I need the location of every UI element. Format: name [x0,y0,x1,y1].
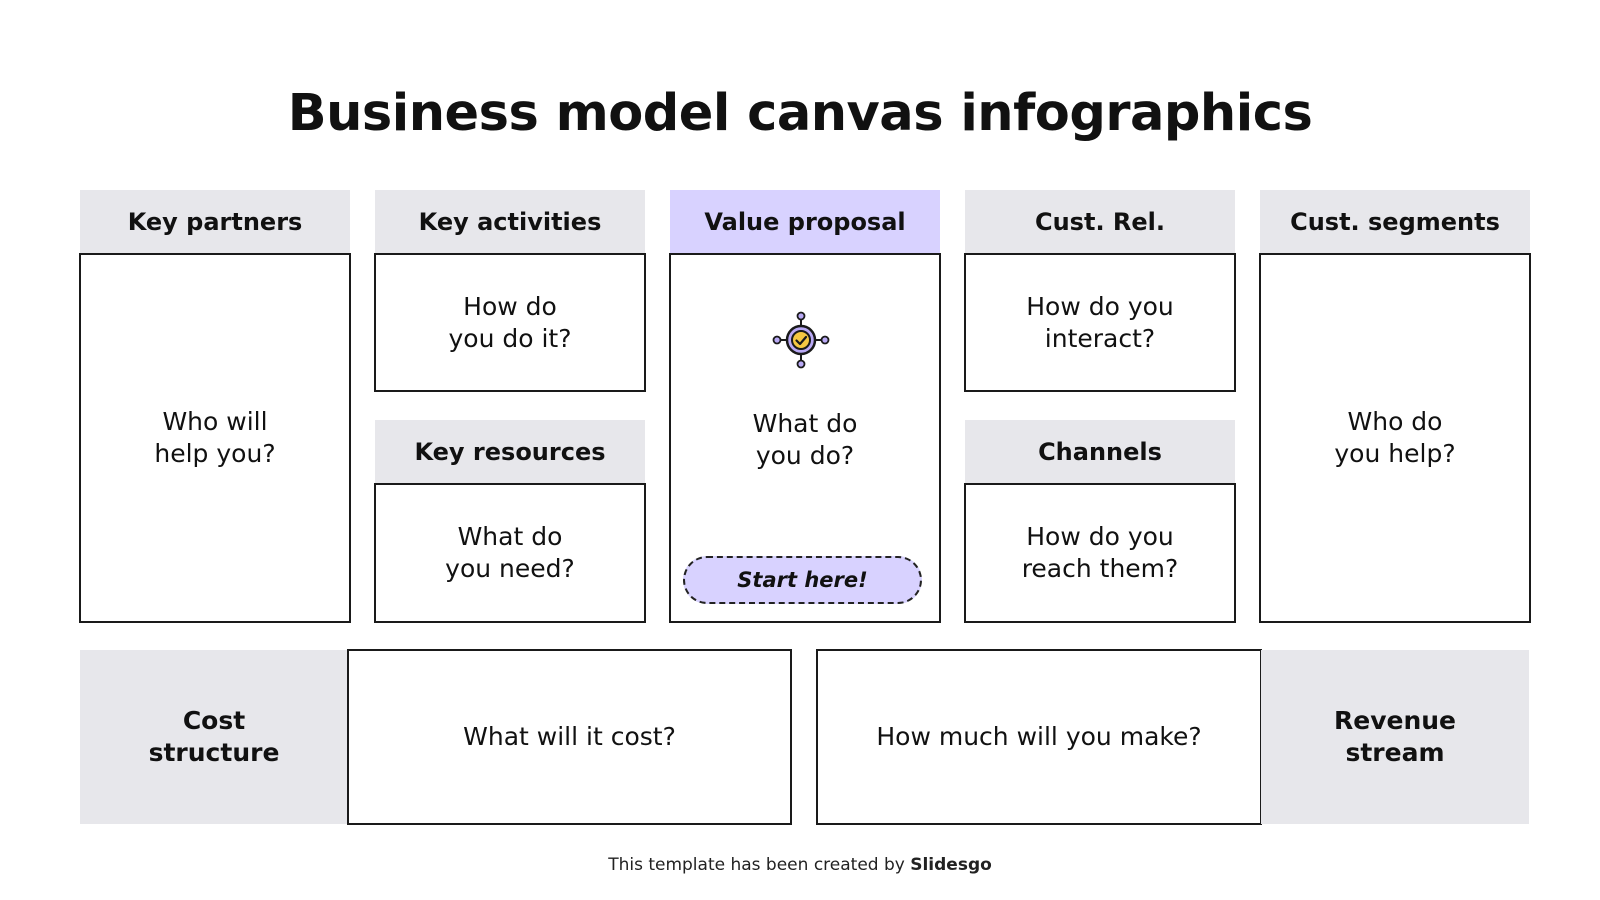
key-resources-box: What do you need? [374,483,646,623]
cost-question: What will it cost? [463,722,676,751]
target-check-icon [772,311,830,369]
header-channels: Channels [965,420,1235,484]
footer-credit: This template has been created by Slides… [0,855,1600,875]
value-proposal-question: What do you do? [752,409,858,470]
revenue-stream-label: Revenue stream [1261,650,1529,824]
channels-box: How do you reach them? [964,483,1236,623]
cost-box: What will it cost? [347,649,792,825]
key-activities-box: How do you do it? [374,253,646,392]
header-cust-rel: Cust. Rel. [965,190,1235,254]
key-partners-question: Who will help you? [154,407,276,468]
footer-brand[interactable]: Slidesgo [910,855,992,875]
cust-segments-question: Who do you help? [1334,407,1456,468]
header-key-partners: Key partners [80,190,350,254]
cust-rel-box: How do you interact? [964,253,1236,392]
cost-structure-label: Cost structure [80,650,348,824]
key-resources-question: What do you need? [445,522,575,583]
header-key-resources: Key resources [375,420,645,484]
header-value-proposal: Value proposal [670,190,940,254]
key-partners-box: Who will help you? [79,253,351,623]
header-cust-segments: Cust. segments [1260,190,1530,254]
cust-segments-box: Who do you help? [1259,253,1531,623]
channels-question: How do you reach them? [1021,522,1179,583]
header-key-activities: Key activities [375,190,645,254]
footer-text: This template has been created by [608,855,911,875]
key-activities-question: How do you do it? [448,291,572,353]
revenue-question: How much will you make? [876,722,1202,751]
start-here-button[interactable]: Start here! [683,556,922,604]
page-title: Business model canvas infographics [287,84,1313,143]
cust-rel-question: How do you interact? [1026,291,1174,353]
revenue-box: How much will you make? [816,649,1262,825]
